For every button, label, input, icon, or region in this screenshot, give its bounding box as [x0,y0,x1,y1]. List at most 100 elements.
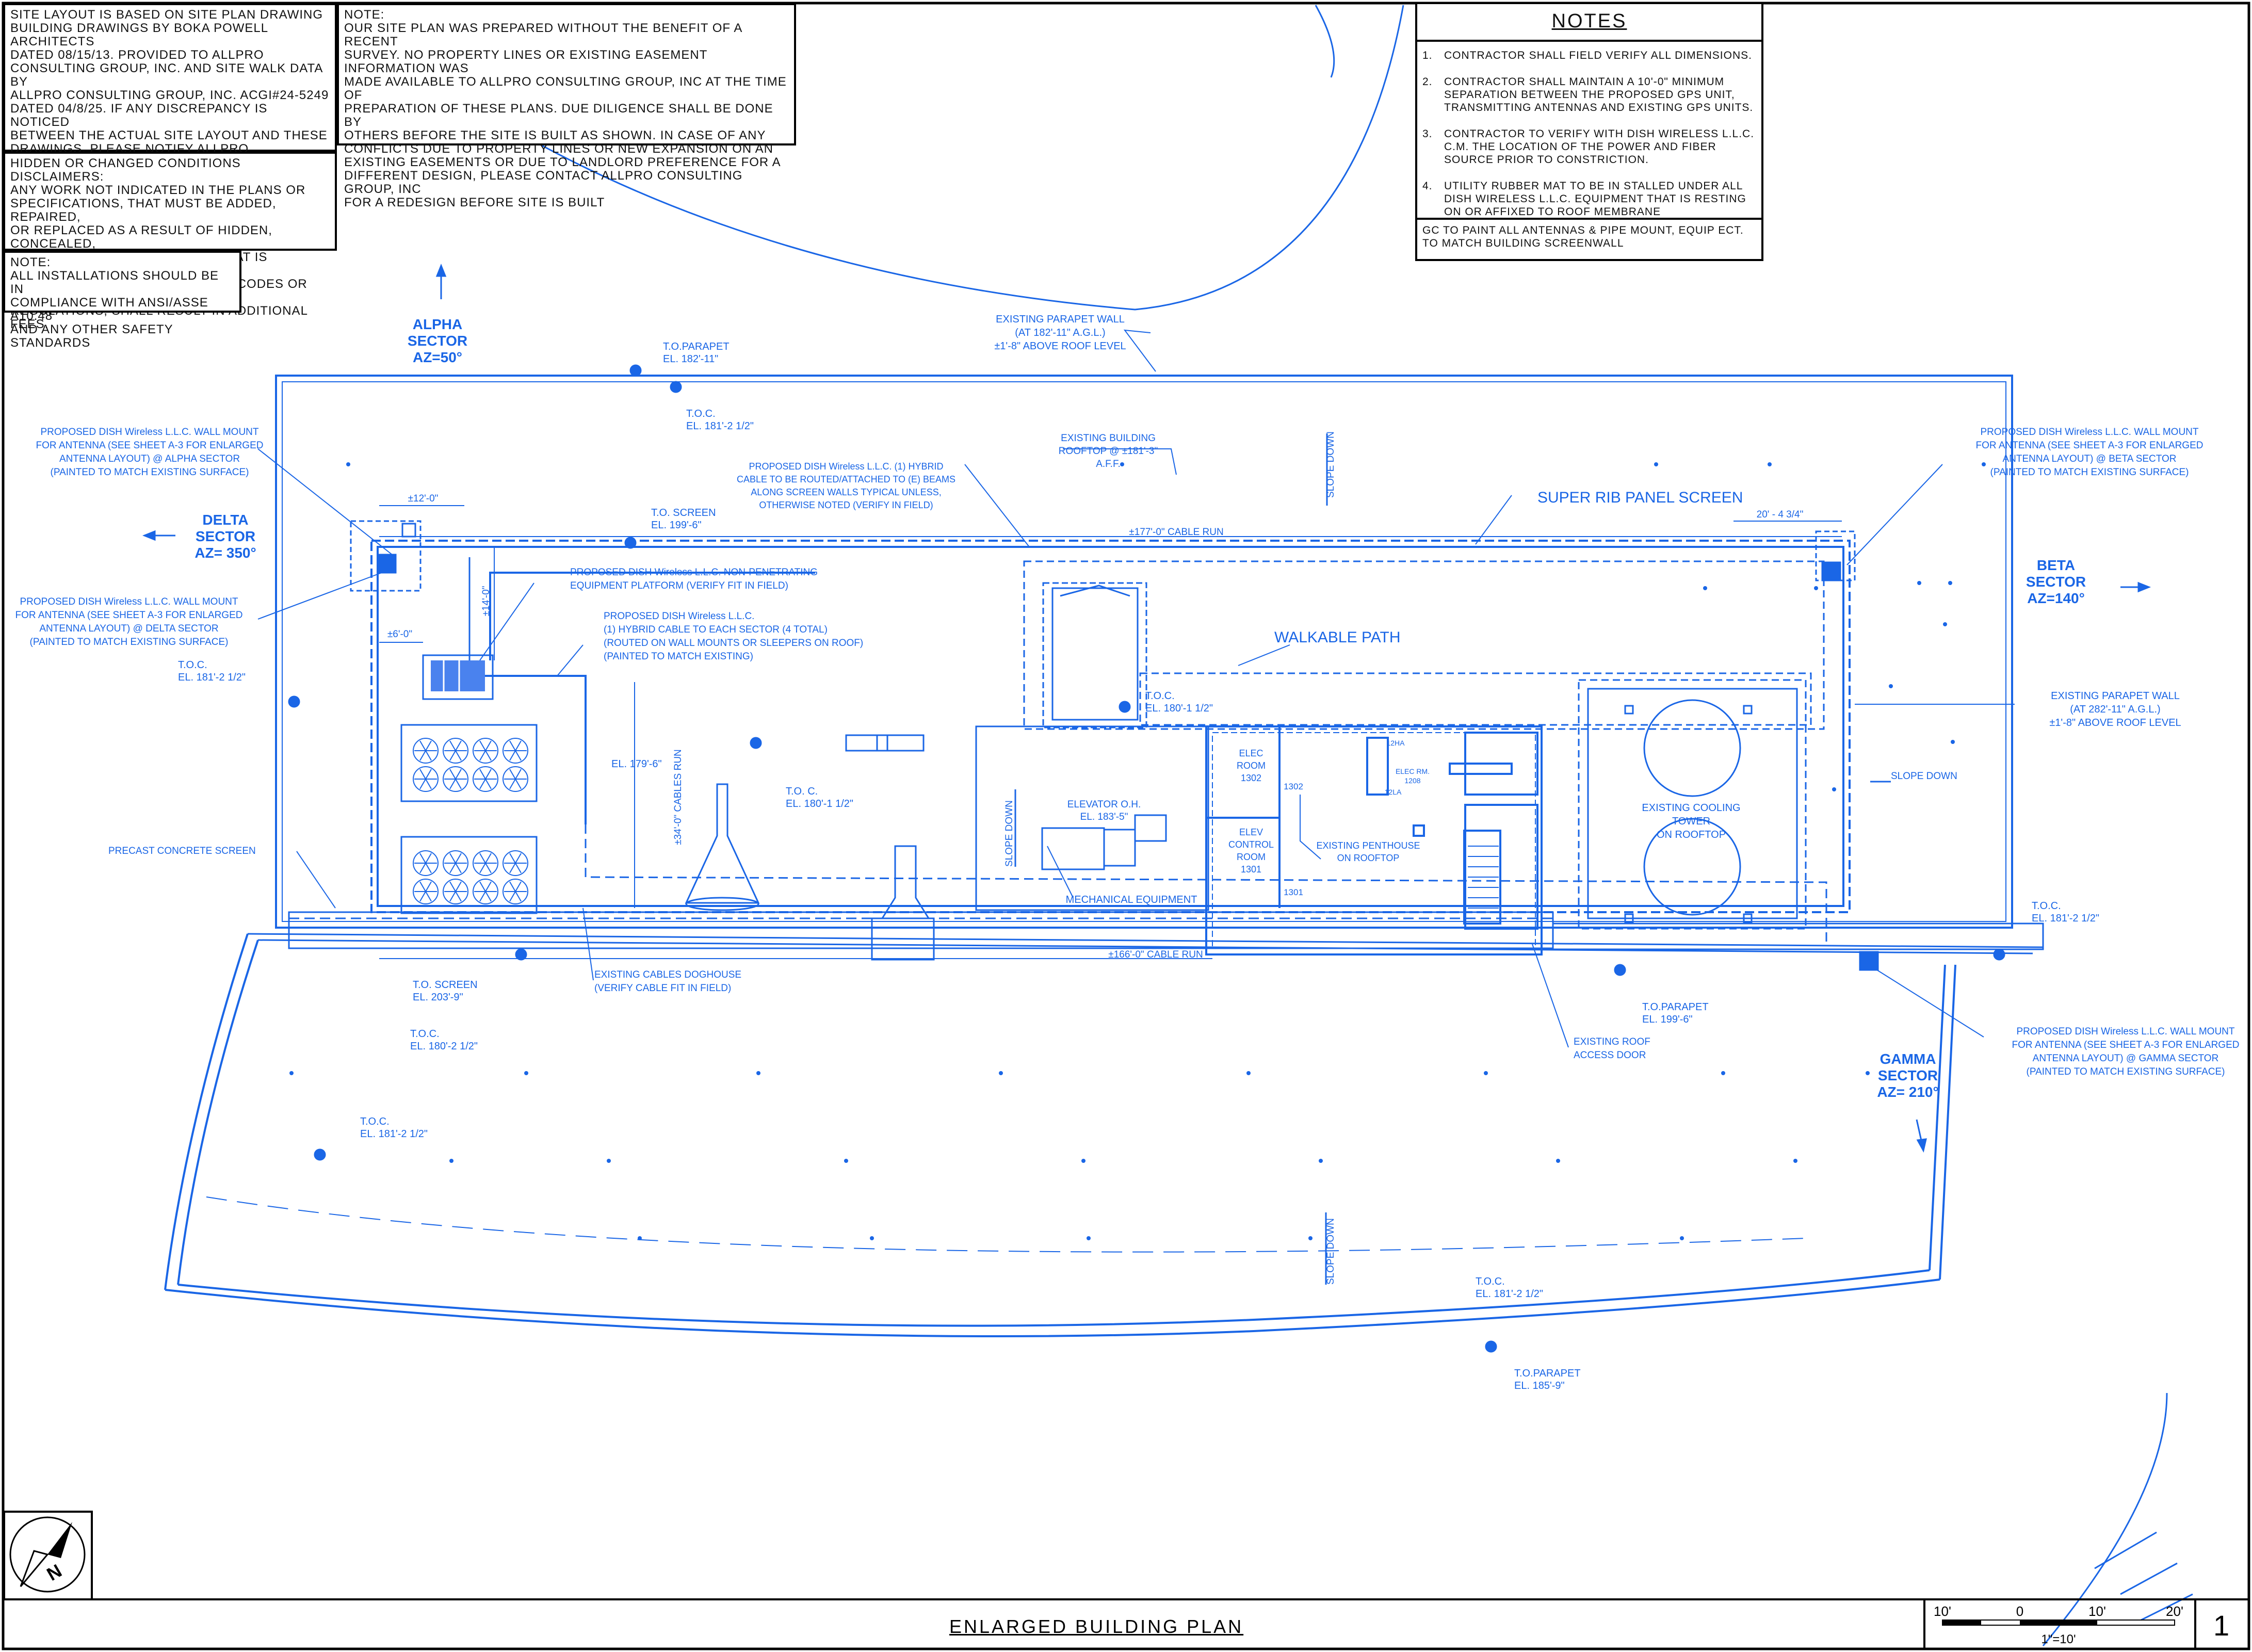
alpha-mount-callout: ANTENNA LAYOUT) @ ALPHA SECTOR [59,454,240,464]
north-arrow: N [9,1516,86,1593]
fan-blade [503,766,528,792]
elevation-tag-title: T.O.C. [2032,900,2061,912]
elev-control-label: ELEV [1239,827,1263,837]
drawing-title: ENLARGED BUILDING PLAN [949,1616,1244,1637]
elec-room-label: 1302 [1241,773,1261,783]
note-item: 4.UTILITY RUBBER MAT TO BE IN STALLED UN… [1422,180,1756,218]
beta-mount-callout: (PAINTED TO MATCH EXISTING SURFACE) [1990,467,2189,478]
roof-dot [1654,462,1658,466]
fan-blade [503,879,528,904]
scale-tick: 20' [2166,1604,2183,1619]
parapet-callout: (AT 182'-11" A.G.L.) [1015,327,1105,338]
mechanical-label: MECHANICAL EQUIPMENT [1066,894,1197,905]
elevation-tag-value: EL. 180'-1 1/2" [1145,703,1213,714]
roof-dot [1081,1159,1086,1163]
elevation-tag-title: T.O.C. [410,1028,440,1040]
hybrid-cable-callout: ALONG SCREEN WALLS TYPICAL UNLESS, [751,487,941,497]
hybrid-cable-callout: CABLE TO BE ROUTED/ATTACHED TO (E) BEAMS [737,474,955,484]
fan-spoke [479,769,492,789]
elevation-tag-value: EL. 185'-9" [1514,1380,1565,1391]
parapet-callout-east: (AT 282'-11" A.G.L.) [2070,704,2160,715]
roof-dot [1087,1236,1091,1240]
roof-dot [1721,1071,1725,1075]
equipment-platform [422,654,494,700]
panel-12ha: 12HA [1386,739,1405,747]
elevation-tag-title: T.O.PARAPET [1642,1001,1709,1013]
elevator-label: ELEVATOR O.H. [1067,799,1141,810]
penthouse-callout: EXISTING PENTHOUSE [1316,840,1420,851]
delta-azimuth: AZ= 350° [195,545,256,561]
roof-dot [1814,586,1818,590]
fan-spoke [419,740,432,761]
sector-arrows [142,263,2151,1153]
fan-spoke [509,853,522,873]
gamma-sector: SECTOR [1878,1067,1938,1083]
roof-access-callout: ACCESS DOOR [1574,1050,1646,1061]
elevation-tag-value: EL. 181'-2 1/2" [2032,913,2099,924]
fan-spoke [419,769,432,789]
fan-spoke [419,853,432,873]
mechanical-equipment-block [975,725,1209,911]
notes-box: NOTES 1.CONTRACTOR SHALL FIELD VERIFY AL… [1415,2,1763,261]
elec-room-label: ROOM [1237,760,1266,771]
elec-rm-label: ELEC RM. [1396,767,1430,775]
hybrid-sector-callout: (PAINTED TO MATCH EXISTING) [604,651,753,662]
fan-spoke [449,853,462,873]
beta-mount-callout: PROPOSED DISH Wireless L.L.C. WALL MOUNT [1981,427,2199,438]
room-1301: 1301 [1284,887,1303,897]
antenna-mounts [350,520,1879,971]
fan-spoke [479,881,492,902]
note-num: 4. [1422,180,1433,192]
roof-dot [1319,1159,1323,1163]
gamma-mount-callout: FOR ANTENNA (SEE SHEET A-3 FOR ENLARGED [2012,1040,2240,1050]
ansi-note-box: NOTE: ALL INSTALLATIONS SHOULD BE IN COM… [3,251,241,350]
elevation-tag-value: EL. 181'-2 1/2" [1476,1288,1543,1300]
delta-name: DELTA [202,512,248,528]
alpha-mount-callout: FOR ANTENNA (SEE SHEET A-3 FOR ENLARGED [36,440,264,451]
elevation-tag-value: EL. 182'-11" [663,353,718,365]
roof-dot [870,1236,874,1240]
delta-mount-callout: PROPOSED DISH Wireless L.L.C. WALL MOUNT [20,596,238,607]
platform-callout: PROPOSED DISH Wireless L.L.C. NON-PENETR… [570,567,818,578]
dim-14: ±14'-0" [481,586,492,617]
elevation-tag-title: T.O.PARAPET [663,341,730,352]
fan-spoke [479,853,492,873]
corner-arc [2042,1392,2168,1646]
delta-mount-callout: (PAINTED TO MATCH EXISTING SURFACE) [30,637,229,647]
roof-dot [1951,740,1955,744]
site-plan-note-text: NOTE: OUR SITE PLAN WAS PREPARED WITHOUT… [344,8,787,209]
fan-blade [473,738,498,764]
elevation-tag-title: T.O.C. [360,1116,390,1127]
fan-blade [413,766,439,792]
elevation-tag-title: T.O.PARAPET [1514,1368,1581,1379]
roof-dot [1680,1236,1684,1240]
slope-down-north: SLOPE DOWN [1325,431,1336,498]
hidden-conditions-box: HIDDEN OR CHANGED CONDITIONS DISCLAIMERS… [3,152,337,331]
el-179: EL. 179'-6" [611,758,662,770]
elevation-tag-title: T.O. SCREEN [413,979,478,991]
elevation-tag-title: T.O. C. [786,786,818,797]
dim-34: ±34'-0" CABLES RUN [673,749,684,845]
alpha-mount-callout: PROPOSED DISH Wireless L.L.C. WALL MOUNT [41,427,259,438]
dim-6: ±6'-0" [387,629,412,640]
elevation-tag-title: T.O.C. [178,659,207,671]
ansi-note-text: NOTE: ALL INSTALLATIONS SHOULD BE IN COM… [10,255,219,350]
fan-blade [503,850,528,876]
fan-spoke [449,740,462,761]
hybrid-cable-callout: OTHERWISE NOTED (VERIFY IN FIELD) [759,500,933,510]
elevation-tag-value: EL. 181'-2 1/2" [686,420,754,432]
delta-mount-callout: ANTENNA LAYOUT) @ DELTA SECTOR [39,623,218,634]
note-text: CONTRACTOR SHALL FIELD VERIFY ALL DIMENS… [1444,50,1752,61]
sheet-number: 1 [2213,1609,2230,1642]
arc-fragment [1315,5,1335,78]
screen-enclosure [370,540,1851,913]
parapet-callout: ±1'-8" ABOVE ROOF LEVEL [994,341,1126,352]
site-layout-disclaimer: SITE LAYOUT IS BASED ON SITE PLAN DRAWIN… [3,3,337,183]
roof-dot [449,1159,453,1163]
cooling-tower [1578,679,1807,930]
fan-spoke [449,881,462,902]
roof-dot [1889,684,1893,688]
elevation-tag-title: T.O. SCREEN [651,507,716,519]
roof-dot [1120,462,1124,466]
